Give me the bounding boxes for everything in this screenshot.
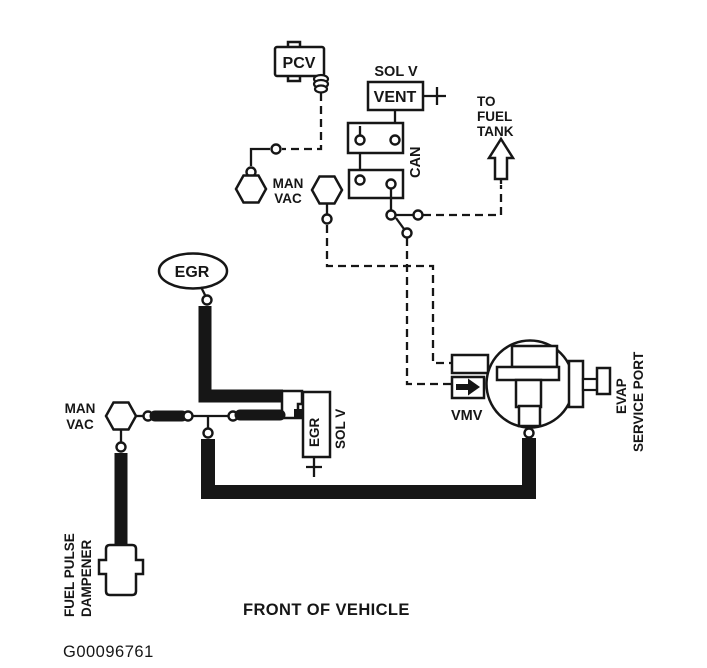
vent-label: VENT (374, 89, 417, 106)
man-vac-left-label-line2: VAC (66, 417, 94, 432)
hose-connector (201, 294, 213, 306)
egr-solenoid-nipple (294, 409, 306, 419)
electrical-connector-cross (306, 458, 322, 477)
electrical-connector-cross (423, 87, 446, 105)
fuel-tank-label-line1: TO (477, 94, 496, 109)
man-vac-hexagon (234, 174, 268, 204)
hose-connector (401, 227, 413, 239)
pcv-body (273, 45, 326, 78)
pcv-valve: PCV (273, 40, 330, 94)
hose-connector (385, 209, 397, 221)
dampener-label-line2: DAMPENER (79, 539, 94, 617)
man-vac-to-vmv-dashed-hose (325, 225, 451, 365)
vmv-inner-cap (510, 344, 559, 369)
man-vac-hexagon (104, 401, 138, 431)
hose-connector (182, 410, 194, 422)
fuel-pulse-dampener: FUEL PULSE DAMPENER (62, 430, 145, 617)
man-vac-supply-line (136, 409, 286, 439)
figure-id: G00096761 (63, 643, 154, 661)
egr-solenoid-body (301, 390, 332, 459)
canister-to-vmv-dashed-hose (405, 238, 451, 386)
pcv-hose-dashed (282, 93, 323, 151)
hose-connector (115, 441, 127, 453)
hose-connector (202, 427, 214, 439)
junction-branch (395, 217, 405, 230)
stub-line (199, 286, 207, 296)
hose-connector (523, 427, 535, 439)
vmv-bottom-port (517, 404, 542, 428)
flow-arrow-icon (456, 378, 480, 396)
canister-to-fuel-tank-dashed-hose (423, 185, 503, 217)
egr-solenoid-label-line2: SOL V (333, 409, 348, 449)
evap-service-port-label-line2: SERVICE PORT (631, 351, 646, 452)
hose-connector (412, 209, 424, 221)
hose-connector (270, 143, 282, 155)
man-vac-hexagon (310, 175, 344, 205)
canister-junction (385, 185, 503, 386)
pcv-grommet (313, 84, 329, 94)
man-vac-label-line2: VAC (274, 191, 302, 206)
vmv-label: VMV (451, 408, 483, 424)
vmv-inner-stem (514, 378, 543, 409)
vmv-assembly: VMV EVAP SERVICE PORT (450, 339, 646, 452)
main-vacuum-hose (201, 438, 536, 499)
canister-port (354, 174, 366, 186)
man-vac-source-1 (234, 174, 268, 204)
egr-solenoid: EGR SOL V (280, 389, 348, 477)
egr-solenoid-label-line1: EGR (307, 417, 322, 447)
vmv-inner-bar (495, 365, 561, 382)
egr-supply-hose (198, 306, 283, 403)
egr-valve: EGR (157, 252, 229, 306)
man-vac-label-line1: MAN (273, 176, 304, 191)
man-vac-left-label-line1: MAN (65, 401, 96, 416)
evap-service-port-label-line1: EVAP (614, 378, 629, 414)
dampener-label-line1: FUEL PULSE (62, 533, 77, 617)
evap-service-port-fitting (595, 366, 612, 396)
man-vac-source-3: MAN VAC (65, 401, 138, 432)
fuel-tank-label-line3: TANK (477, 124, 514, 139)
man-vac-top-label: MAN VAC (273, 176, 304, 206)
canister-port (385, 178, 397, 190)
fuel-tank-label-line2: FUEL (477, 109, 512, 124)
pcv-label: PCV (283, 55, 316, 72)
sol-v-label: SOL V (374, 64, 418, 80)
egr-oval (157, 252, 229, 290)
hose-connector (321, 213, 333, 225)
vmv-upper-port (450, 353, 490, 375)
front-of-vehicle-label: FRONT OF VEHICLE (243, 601, 410, 619)
fuel-tank-connection: TO FUEL TANK (477, 94, 516, 184)
dampener-body (97, 543, 145, 597)
can-label: CAN (408, 147, 424, 178)
evap-canister: CAN (346, 121, 424, 200)
canister-port (389, 134, 401, 146)
egr-label: EGR (175, 264, 210, 281)
vent-solenoid: SOL V VENT (366, 64, 446, 136)
canister-port (354, 134, 366, 146)
pcv-hose-solid (249, 147, 270, 166)
man-vac-source-2 (310, 175, 451, 365)
vmv-right-flange (567, 359, 585, 409)
